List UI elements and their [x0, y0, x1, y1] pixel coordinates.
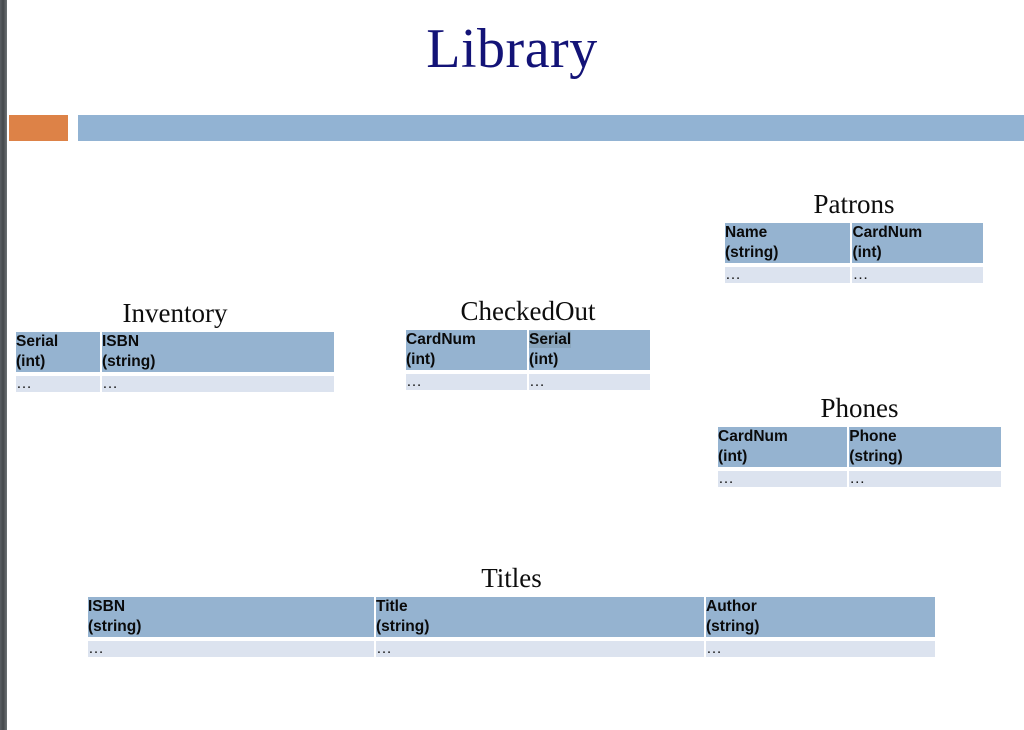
column-type: (int)	[852, 244, 882, 261]
table-header-row: ISBN (string) Title (string) Author (str…	[88, 597, 935, 637]
column-field-name: Phone	[849, 428, 897, 445]
column-field-name: CardNum	[406, 331, 476, 348]
column-field-name: ISBN	[102, 333, 140, 350]
column-type: (string)	[102, 353, 156, 370]
column-type: (string)	[88, 618, 142, 635]
column-field-name: CardNum	[718, 428, 788, 445]
column-type: (int)	[16, 353, 46, 370]
table-cell: …	[849, 471, 1001, 487]
table-caption: Patrons	[813, 189, 895, 219]
column-field-name: Serial	[16, 333, 59, 350]
column-type: (string)	[725, 244, 779, 261]
column-field-name: CardNum	[852, 224, 923, 241]
column-header: CardNum (int)	[852, 223, 983, 263]
table-header-row: CardNum (int) Phone (string)	[718, 427, 1001, 467]
table-cell: …	[529, 374, 650, 390]
table-row: … …	[406, 374, 650, 390]
schema-table: ISBN (string) Title (string) Author (str…	[86, 597, 937, 657]
table-row: … …	[16, 376, 334, 392]
column-type: (int)	[718, 448, 748, 465]
accent-bar-orange	[9, 115, 68, 141]
table-header-row: Serial (int) ISBN (string)	[16, 332, 334, 372]
column-field-name: ISBN	[88, 598, 126, 615]
schema-table-phones: Phones CardNum (int) Phone (string) … …	[716, 392, 1003, 487]
schema-table-titles: Titles ISBN (string) Title (string) Auth…	[86, 562, 937, 657]
table-cell: …	[706, 641, 935, 657]
schema-table: Serial (int) ISBN (string) … …	[14, 332, 336, 392]
column-header: Title (string)	[376, 597, 704, 637]
page-title: Library	[426, 18, 598, 80]
schema-table: Name (string) CardNum (int) … …	[723, 223, 985, 283]
table-row: … …	[718, 471, 1001, 487]
table-row: … … …	[88, 641, 935, 657]
row-divider	[725, 263, 983, 267]
schema-table-inventory: Inventory Serial (int) ISBN (string) … …	[14, 297, 336, 392]
table-cell: …	[852, 267, 983, 283]
schema-table-checkedout: CheckedOut CardNum (int) Serial (int) … …	[404, 295, 652, 390]
column-header: Author (string)	[706, 597, 935, 637]
column-type: (string)	[849, 448, 903, 465]
table-cell: …	[725, 267, 851, 283]
table-cell: …	[406, 374, 527, 390]
column-header: Name (string)	[725, 223, 851, 263]
table-row: … …	[725, 267, 983, 283]
row-divider	[406, 370, 650, 374]
row-divider	[16, 372, 334, 376]
column-header: ISBN (string)	[88, 597, 374, 637]
table-cell: …	[88, 641, 374, 657]
table-caption: Inventory	[122, 298, 228, 328]
table-cell: …	[102, 376, 334, 392]
column-header: CardNum (int)	[406, 330, 527, 370]
column-header: Serial (int)	[16, 332, 100, 372]
column-header: CardNum (int)	[718, 427, 848, 467]
column-field-name: Name	[725, 224, 768, 241]
column-type: (string)	[706, 618, 760, 635]
row-divider	[88, 637, 935, 641]
column-header: ISBN (string)	[102, 332, 334, 372]
column-header: Serial (int)	[529, 330, 650, 370]
table-cell: …	[376, 641, 704, 657]
column-field-name-selected: Serial	[529, 331, 572, 348]
accent-bar-blue	[78, 115, 1024, 141]
schema-table-patrons: Patrons Name (string) CardNum (int) … …	[723, 188, 985, 283]
column-type: (int)	[406, 351, 436, 368]
table-caption: Phones	[820, 393, 899, 423]
row-divider	[718, 467, 1001, 471]
column-field-name: Author	[706, 598, 757, 615]
table-cell: …	[16, 376, 100, 392]
table-caption: Titles	[481, 563, 542, 593]
column-header: Phone (string)	[849, 427, 1001, 467]
column-field-name: Title	[376, 598, 408, 615]
column-type: (int)	[529, 351, 559, 368]
slide-edge-strip	[0, 0, 7, 730]
column-type: (string)	[376, 618, 430, 635]
schema-table: CardNum (int) Phone (string) … …	[716, 427, 1003, 487]
table-caption: CheckedOut	[460, 296, 596, 326]
table-header-row: Name (string) CardNum (int)	[725, 223, 983, 263]
schema-table: CardNum (int) Serial (int) … …	[404, 330, 652, 390]
table-cell: …	[718, 471, 848, 487]
table-header-row: CardNum (int) Serial (int)	[406, 330, 650, 370]
